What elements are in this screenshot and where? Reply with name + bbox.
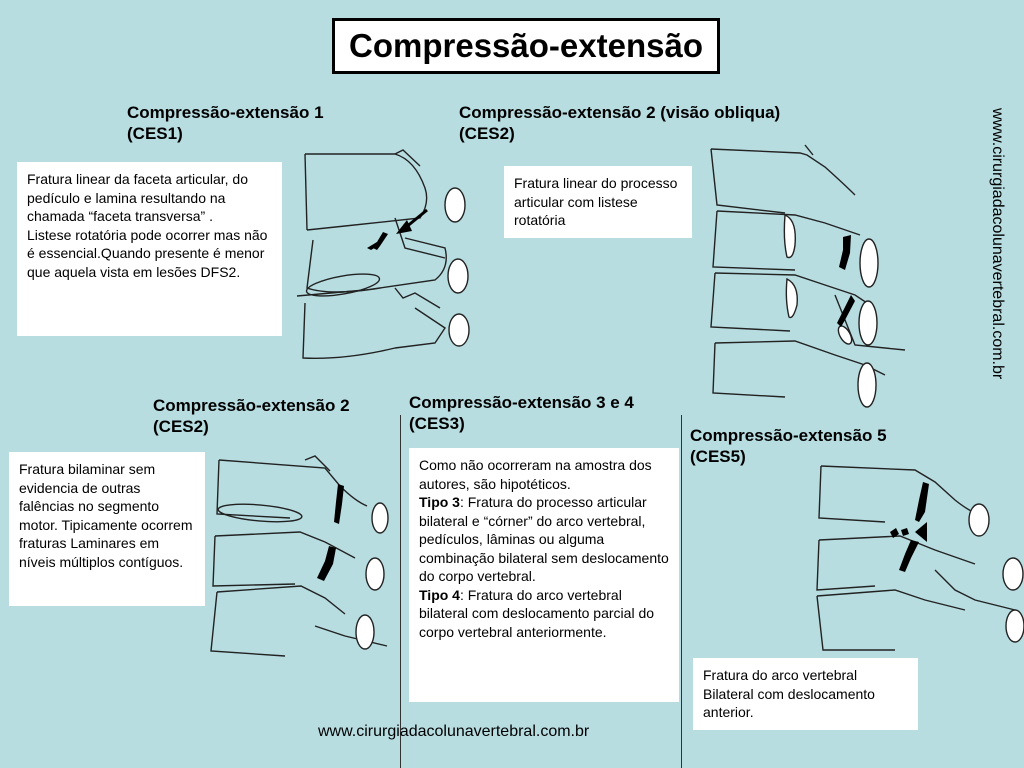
website-vertical[interactable]: www.cirurgiadacolunavertebral.com.br bbox=[989, 108, 1006, 380]
ces3-type4-label: Tipo 4 bbox=[419, 586, 460, 603]
ces3-description: Como não ocorreram na amostra dos autore… bbox=[409, 448, 679, 702]
ces3-intro: Como não ocorreram na amostra dos autore… bbox=[419, 457, 652, 492]
ces1-description: Fratura linear da faceta articular, do p… bbox=[17, 162, 282, 336]
ces2-heading: Compressão-extensão 2 (CES2) bbox=[153, 396, 350, 436]
ces2-oblique-description: Fratura linear do processo articular com… bbox=[504, 166, 692, 238]
ces3-type4-text: : Fratura do arco vertebral bilateral co… bbox=[419, 586, 655, 640]
page-title: Compressão-extensão bbox=[332, 18, 720, 74]
ces5-spine-illustration bbox=[816, 465, 1024, 651]
ces5-description: Fratura do arco vertebral Bilateral com … bbox=[693, 658, 918, 730]
ces2-description: Fratura bilaminar sem evidencia de outra… bbox=[9, 452, 205, 606]
ces3-type3-text: : Fratura do processo articular bilatera… bbox=[419, 494, 669, 584]
ces2-oblique-heading: Compressão-extensão 2 (visão obliqua) (C… bbox=[459, 103, 781, 143]
ces3-heading: Compressão-extensão 3 e 4 (CES3) bbox=[409, 393, 634, 433]
ces2-oblique-spine-illustration bbox=[710, 144, 906, 408]
ces1-spine-illustration bbox=[296, 149, 470, 359]
ces1-heading: Compressão-extensão 1 (CES1) bbox=[127, 103, 324, 143]
divider-right bbox=[681, 415, 682, 768]
ces3-type3-label: Tipo 3 bbox=[419, 494, 460, 510]
divider-left bbox=[400, 415, 401, 768]
ces5-heading: Compressão-extensão 5 (CES5) bbox=[690, 426, 887, 466]
website-bottom[interactable]: www.cirurgiadacolunavertebral.com.br bbox=[318, 723, 590, 740]
ces2-spine-illustration bbox=[210, 455, 389, 657]
